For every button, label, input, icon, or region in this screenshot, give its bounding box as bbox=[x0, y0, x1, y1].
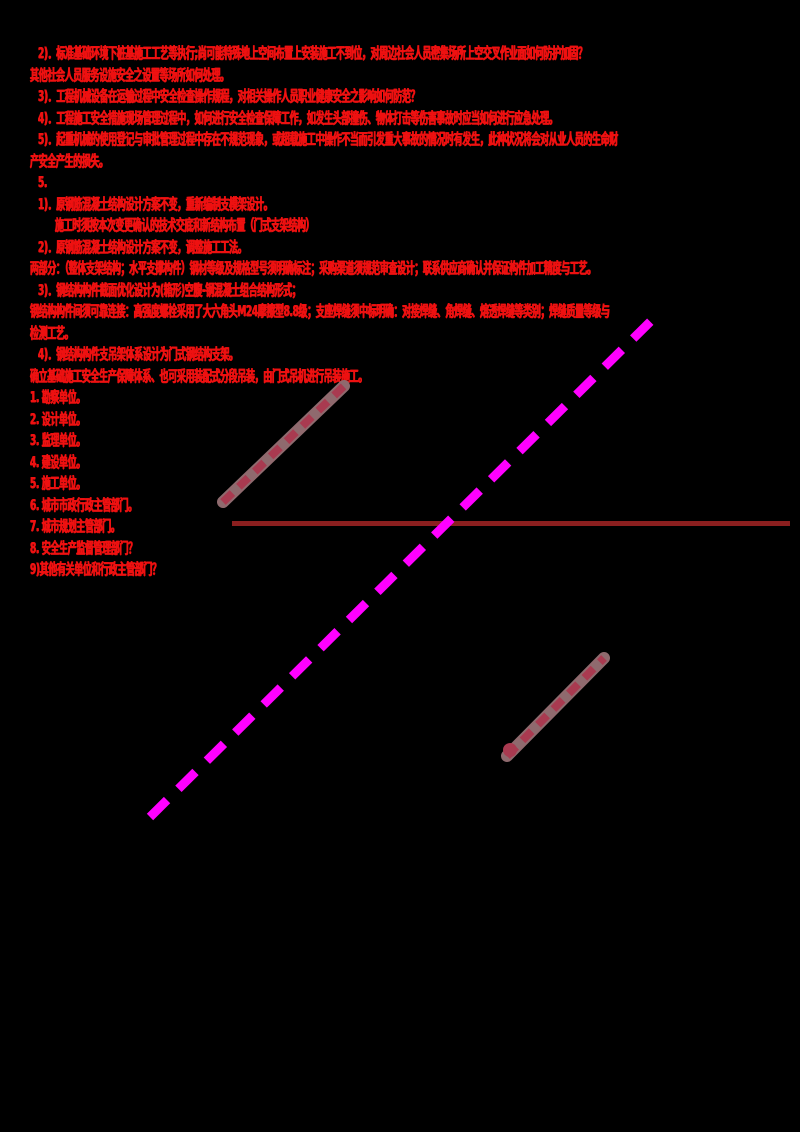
text-line: 5)．起重机械的使用登记与审批管理过程中存在不规范现象，或超载施工中操作不当而引… bbox=[38, 130, 618, 148]
text-line: 产安全产生的损失。 bbox=[30, 151, 108, 170]
text-line: 4)．工程施工安全措施现场管理过程中，如何进行安全检查保障工作，如发生头部撞伤、… bbox=[38, 108, 558, 127]
text-line: 2)．标准基础环境下桩基施工工艺等执行;尚可能特殊地上空间布置上安装施工不到位，… bbox=[38, 44, 587, 62]
text-line: 3. 监理单位。 bbox=[30, 431, 85, 449]
text-line: 8. 安全生产监督管理部门？ bbox=[30, 538, 137, 557]
text-line: 4)．钢结构构件支吊架体系设计为门式钢结构支架。 bbox=[38, 345, 238, 363]
text-line: 钢结构构件间须可靠连接：高强度螺栓采用了大六角头M24摩擦型8.8级；支座焊缝须… bbox=[30, 302, 610, 320]
marker-stroke-lower-blob bbox=[503, 743, 517, 757]
text-line: 5. bbox=[38, 173, 47, 191]
text-line: 9)其他有关单位和行政主管部门？ bbox=[30, 560, 161, 578]
underline-annotation bbox=[232, 521, 790, 526]
text-line: 5. 施工单位。 bbox=[30, 474, 85, 492]
text-line: 6. 城市市政行政主管部门。 bbox=[30, 495, 137, 514]
text-line: 2. 设计单位。 bbox=[30, 409, 85, 428]
marker-stroke-lower-dashes bbox=[504, 655, 607, 759]
marker-stroke-lower-band bbox=[501, 652, 610, 762]
text-line: 3)．工程机械设备在运输过程中安全检查操作规程，对相关操作人员职业健康安全之影响… bbox=[38, 87, 420, 105]
text-line: 4. 建设单位。 bbox=[30, 452, 85, 471]
document-text: 2)．标准基础环境下桩基施工工艺等执行;尚可能特殊地上空间布置上安装施工不到位，… bbox=[30, 42, 800, 580]
text-line: 3)．钢结构构件截面优化设计为(箱形)空腹-钢混凝土组合结构形式； bbox=[38, 280, 301, 299]
text-line: 2)．原钢筋混凝土结构设计方案不变，调整施工工法。 bbox=[38, 237, 247, 256]
text-line: 施工时须按本次变更确认的技术交底和新结构布置（门式支架结构） bbox=[55, 216, 315, 234]
text-line: 1)．原钢筋混凝土结构设计方案不变，重新编制支模架设计。 bbox=[38, 194, 273, 213]
text-line: 其他社会人员服务设施安全之设置等场所如何处理。 bbox=[30, 65, 229, 84]
text-line: 两部分：（整体支架结构；水平支撑构件）钢材等级及规格型号须明确标注；采购渠道须规… bbox=[30, 259, 596, 277]
text-line: 7. 城市规划主管部门。 bbox=[30, 517, 120, 535]
text-line: 确立基础施工安全生产保障体系、也可采用装配式分段吊装，由门式吊机进行吊装施工。 bbox=[30, 366, 367, 385]
text-line: 1. 勘察单位。 bbox=[30, 388, 85, 406]
text-line: 检测工艺。 bbox=[30, 323, 74, 342]
